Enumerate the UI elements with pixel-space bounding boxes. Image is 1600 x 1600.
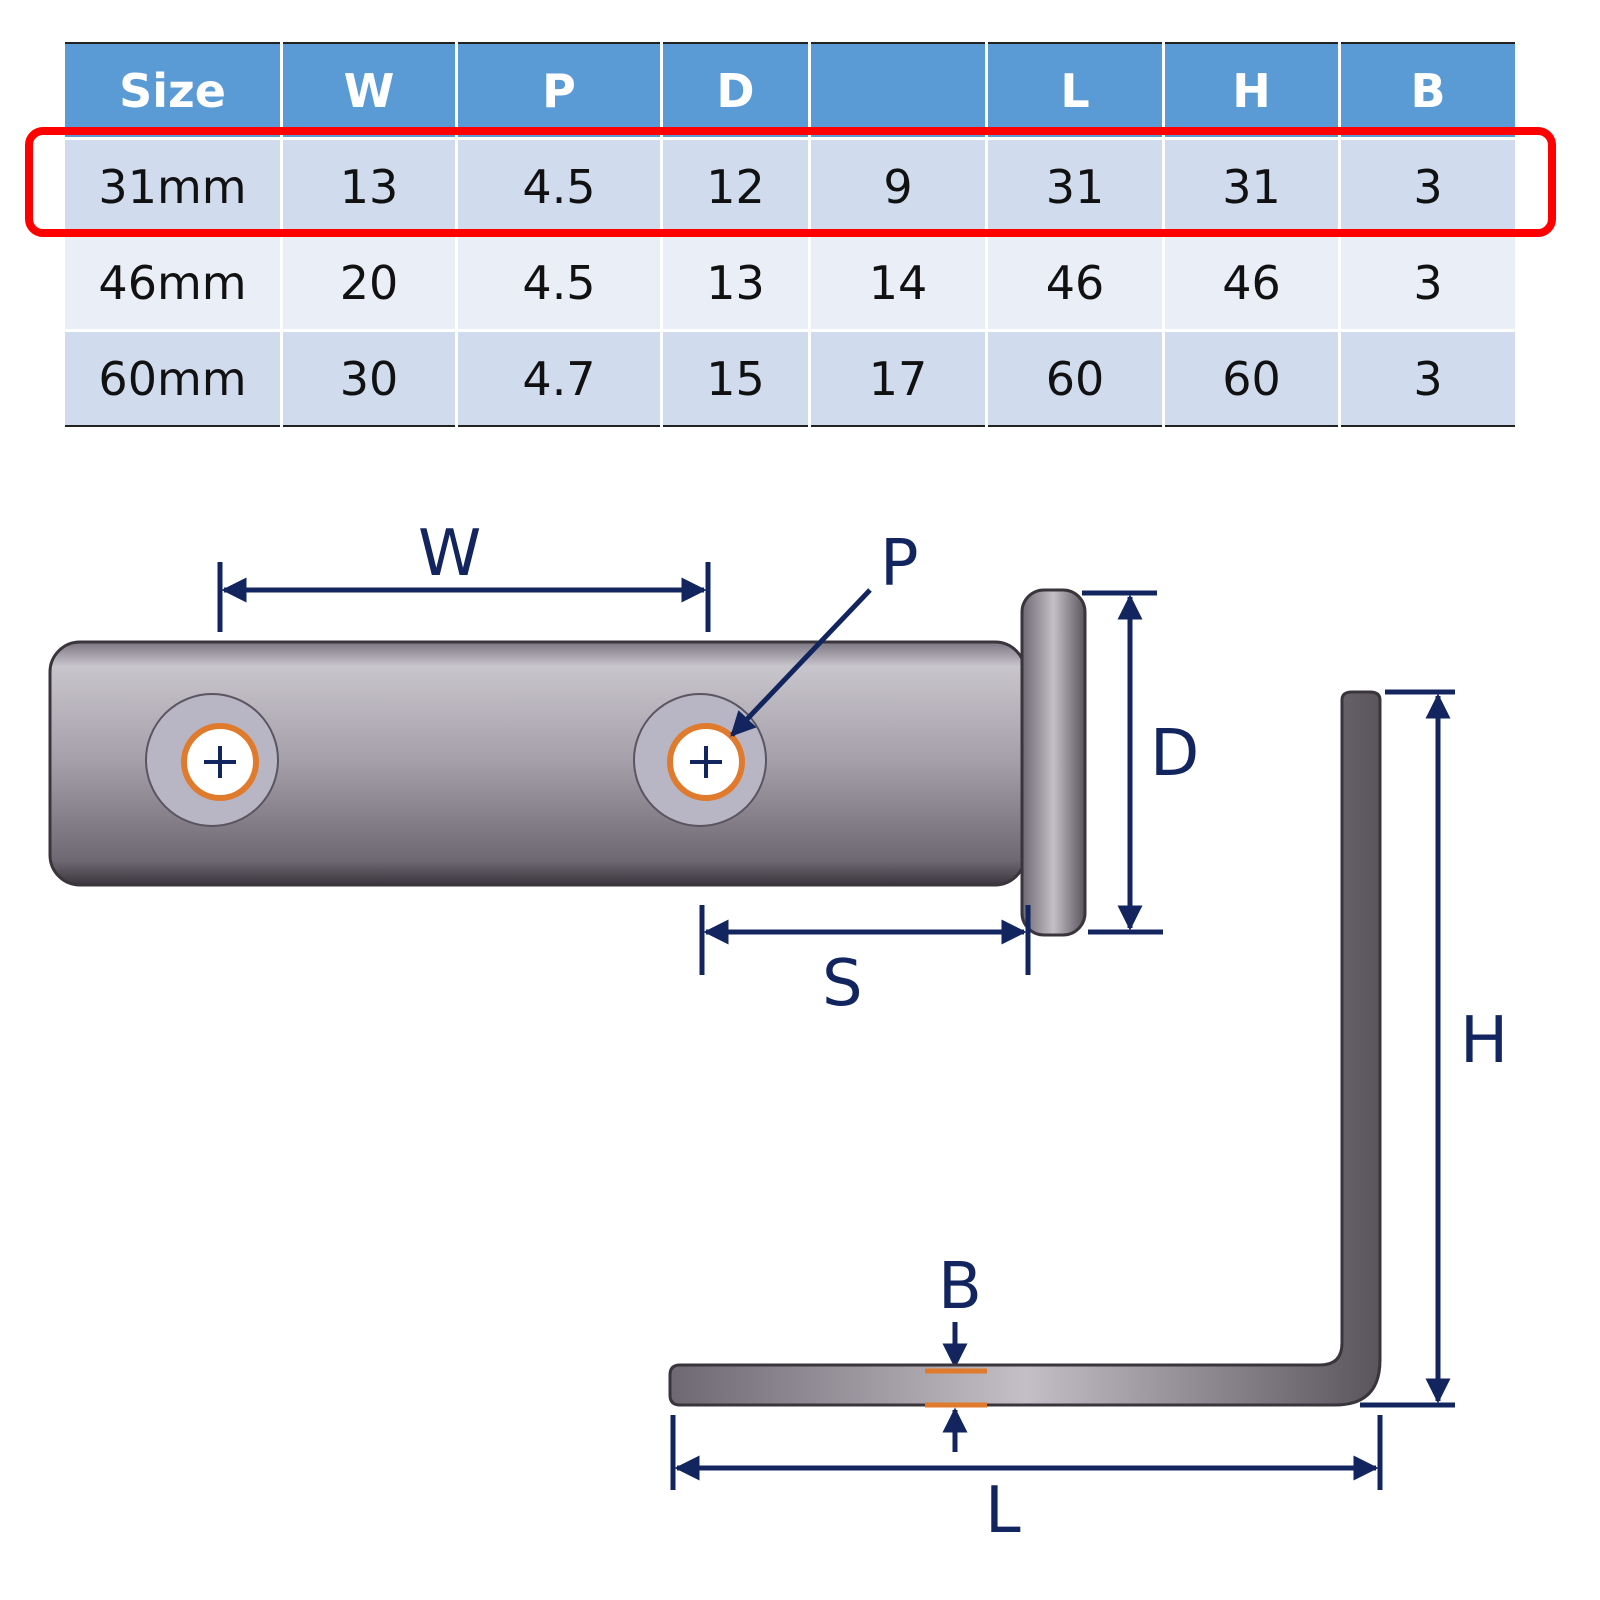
- cell: 60: [1162, 329, 1341, 426]
- cell: 14: [808, 233, 988, 331]
- cell: 46mm: [62, 233, 283, 331]
- label-h: H: [1460, 1004, 1508, 1078]
- header-p: P: [455, 43, 663, 139]
- cell: 20: [280, 233, 458, 331]
- cell: 4.7: [455, 329, 663, 426]
- cell: 3: [1338, 329, 1518, 426]
- cell: 46: [985, 233, 1165, 331]
- header-w: W: [280, 43, 458, 139]
- header-s: [808, 43, 988, 139]
- label-s: S: [822, 947, 863, 1021]
- label-b: B: [938, 1250, 982, 1324]
- screw-hole-icon: [145, 693, 279, 827]
- cell: 31: [1162, 137, 1341, 235]
- screw-hole-icon: [633, 693, 767, 827]
- bracket-side-view: [668, 690, 1382, 1407]
- header-b: B: [1338, 43, 1518, 139]
- cell: 3: [1338, 137, 1518, 235]
- cell: 12: [660, 137, 811, 235]
- label-w: W: [418, 517, 481, 591]
- cell: 4.5: [455, 233, 663, 331]
- cell: 15: [660, 329, 811, 426]
- table-header-row: Size W P D L H B: [62, 43, 1518, 139]
- cell: 60mm: [62, 329, 283, 426]
- dimension-lines: [217, 562, 1455, 1490]
- label-p: P: [880, 527, 919, 601]
- cell: 13: [280, 137, 458, 235]
- cell: 30: [280, 329, 458, 426]
- label-l: L: [985, 1474, 1021, 1548]
- cell: 4.5: [455, 137, 663, 235]
- cell: 46: [1162, 233, 1341, 331]
- cell: 13: [660, 233, 811, 331]
- thickness-marks: [925, 1368, 987, 1408]
- cell: 31: [985, 137, 1165, 235]
- cell: 3: [1338, 233, 1518, 331]
- cell: 9: [808, 137, 988, 235]
- label-d: D: [1150, 717, 1199, 791]
- header-size: Size: [62, 43, 283, 139]
- cell: 17: [808, 329, 988, 426]
- cell: 31mm: [62, 137, 283, 235]
- header-d: D: [660, 43, 811, 139]
- bracket-top-view: [48, 588, 1087, 937]
- cell: 60: [985, 329, 1165, 426]
- header-h: H: [1162, 43, 1341, 139]
- highlight-outline: [25, 127, 1556, 237]
- header-l: L: [985, 43, 1165, 139]
